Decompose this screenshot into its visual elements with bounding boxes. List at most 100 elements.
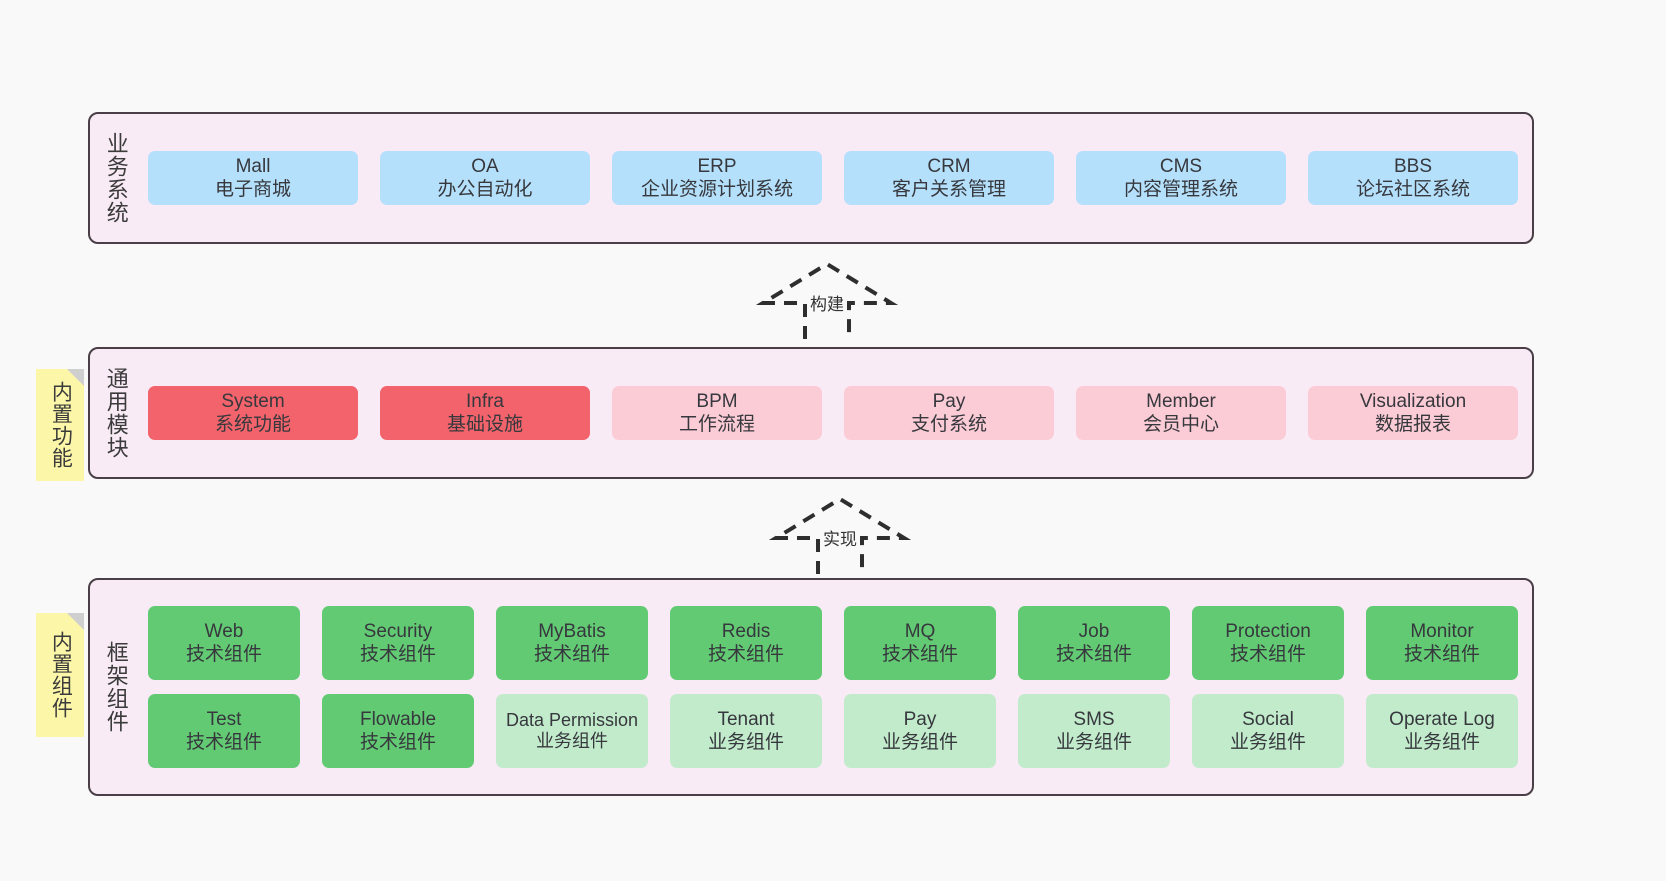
card-monitor[interactable]: Monitor 技术组件 [1366, 606, 1518, 680]
card-subtitle: 客户关系管理 [891, 179, 1006, 200]
layer-common-modules[interactable]: 通用模块 System 系统功能 Infra 基础设施 BPM 工作流程 Pay… [88, 347, 1534, 479]
card-subtitle: 电子商城 [214, 179, 291, 200]
layer-business-systems[interactable]: 业务系统 Mall 电子商城 OA 办公自动化 ERP 企业资源计划系统 CRM… [88, 112, 1534, 244]
card-subtitle: 技术组件 [1403, 644, 1480, 665]
layer-title-common-modules: 通用模块 [103, 367, 129, 459]
card-title: System [221, 390, 285, 412]
card-row: Web 技术组件 Security 技术组件 MyBatis 技术组件 Redi… [148, 606, 1518, 680]
card-pay[interactable]: Pay 支付系统 [844, 385, 1054, 441]
card-mall[interactable]: Mall 电子商城 [148, 150, 358, 206]
card-subtitle: 系统功能 [214, 414, 291, 435]
card-title: Web [204, 620, 244, 642]
card-title: Infra [465, 390, 505, 412]
card-bbs[interactable]: BBS 论坛社区系统 [1308, 150, 1518, 206]
card-subtitle: 技术组件 [185, 732, 262, 753]
card-subtitle: 企业资源计划系统 [640, 179, 793, 200]
arrow-build: 构建 [755, 261, 899, 339]
card-title: Redis [721, 620, 771, 642]
card-cms[interactable]: CMS 内容管理系统 [1076, 150, 1286, 206]
card-subtitle: 业务组件 [881, 732, 958, 753]
card-title: Monitor [1410, 620, 1474, 642]
card-title: OA [471, 155, 499, 177]
layer-title-business-systems: 业务系统 [103, 132, 129, 224]
card-title: Pay [932, 390, 966, 412]
card-subtitle: 基础设施 [446, 414, 523, 435]
card-visualization[interactable]: Visualization 数据报表 [1308, 385, 1518, 441]
card-subtitle: 办公自动化 [437, 179, 533, 200]
card-job[interactable]: Job 技术组件 [1018, 606, 1170, 680]
card-row: Mall 电子商城 OA 办公自动化 ERP 企业资源计划系统 CRM 客户关系… [148, 150, 1518, 206]
card-row: Test 技术组件 Flowable 技术组件 Data Permission … [148, 694, 1518, 768]
card-title: Test [206, 708, 242, 730]
note-builtin-component: 内置组件 [36, 613, 84, 737]
card-subtitle: 支付系统 [910, 414, 987, 435]
card-subtitle: 内容管理系统 [1123, 179, 1238, 200]
card-data-permission[interactable]: Data Permission 业务组件 [496, 694, 648, 768]
note-fold-corner [67, 613, 84, 630]
card-operate-log[interactable]: Operate Log 业务组件 [1366, 694, 1518, 768]
card-title: Data Permission [505, 709, 639, 730]
card-subtitle: 技术组件 [881, 644, 958, 665]
layer-framework-components[interactable]: 框架组件 Web 技术组件 Security 技术组件 MyBatis 技术组件… [88, 578, 1534, 796]
card-subtitle: 技术组件 [1055, 644, 1132, 665]
card-subtitle: 业务组件 [1055, 732, 1132, 753]
card-member[interactable]: Member 会员中心 [1076, 385, 1286, 441]
arrow-implement: 实现 [768, 496, 912, 574]
card-crm[interactable]: CRM 客户关系管理 [844, 150, 1054, 206]
card-sms[interactable]: SMS 业务组件 [1018, 694, 1170, 768]
card-title: ERP [697, 155, 737, 177]
card-subtitle: 技术组件 [533, 644, 610, 665]
card-subtitle: 数据报表 [1374, 414, 1451, 435]
arrow-build-label: 构建 [807, 290, 847, 315]
note-builtin-function: 内置功能 [36, 369, 84, 481]
card-test[interactable]: Test 技术组件 [148, 694, 300, 768]
card-subtitle: 技术组件 [1229, 644, 1306, 665]
card-title: Job [1078, 620, 1110, 642]
card-subtitle: 工作流程 [678, 414, 755, 435]
card-web[interactable]: Web 技术组件 [148, 606, 300, 680]
card-social[interactable]: Social 业务组件 [1192, 694, 1344, 768]
card-title: BBS [1393, 155, 1433, 177]
card-mq[interactable]: MQ 技术组件 [844, 606, 996, 680]
arrow-implement-label: 实现 [820, 525, 860, 550]
card-title: MQ [904, 620, 936, 642]
card-oa[interactable]: OA 办公自动化 [380, 150, 590, 206]
card-title: Mall [235, 155, 271, 177]
card-title: Security [363, 620, 433, 642]
card-title: Tenant [717, 708, 775, 730]
card-subtitle: 业务组件 [707, 732, 784, 753]
layer-body-framework-components: Web 技术组件 Security 技术组件 MyBatis 技术组件 Redi… [142, 580, 1532, 794]
card-title: Social [1242, 708, 1294, 730]
card-flowable[interactable]: Flowable 技术组件 [322, 694, 474, 768]
card-infra[interactable]: Infra 基础设施 [380, 385, 590, 441]
card-title: Flowable [359, 708, 437, 730]
card-erp[interactable]: ERP 企业资源计划系统 [612, 150, 822, 206]
card-title: MyBatis [538, 620, 606, 642]
card-pay-biz[interactable]: Pay 业务组件 [844, 694, 996, 768]
note-label: 内置组件 [49, 631, 73, 719]
card-title: SMS [1073, 708, 1115, 730]
card-subtitle: 业务组件 [1229, 732, 1306, 753]
card-row: System 系统功能 Infra 基础设施 BPM 工作流程 Pay 支付系统… [148, 385, 1518, 441]
card-redis[interactable]: Redis 技术组件 [670, 606, 822, 680]
card-bpm[interactable]: BPM 工作流程 [612, 385, 822, 441]
card-mybatis[interactable]: MyBatis 技术组件 [496, 606, 648, 680]
layer-body-business-systems: Mall 电子商城 OA 办公自动化 ERP 企业资源计划系统 CRM 客户关系… [142, 114, 1532, 242]
card-title: Protection [1225, 620, 1311, 642]
card-title: CMS [1159, 155, 1203, 177]
card-title: Operate Log [1389, 708, 1495, 730]
card-protection[interactable]: Protection 技术组件 [1192, 606, 1344, 680]
layer-body-common-modules: System 系统功能 Infra 基础设施 BPM 工作流程 Pay 支付系统… [142, 349, 1532, 477]
note-fold-corner [67, 369, 84, 386]
card-title: Member [1146, 390, 1216, 412]
note-label: 内置功能 [49, 381, 73, 469]
card-subtitle: 会员中心 [1142, 414, 1219, 435]
card-subtitle: 技术组件 [359, 732, 436, 753]
layer-title-framework-components: 框架组件 [103, 641, 129, 733]
card-subtitle: 技术组件 [707, 644, 784, 665]
card-security[interactable]: Security 技术组件 [322, 606, 474, 680]
card-system[interactable]: System 系统功能 [148, 385, 358, 441]
card-subtitle: 业务组件 [1403, 732, 1480, 753]
card-tenant[interactable]: Tenant 业务组件 [670, 694, 822, 768]
